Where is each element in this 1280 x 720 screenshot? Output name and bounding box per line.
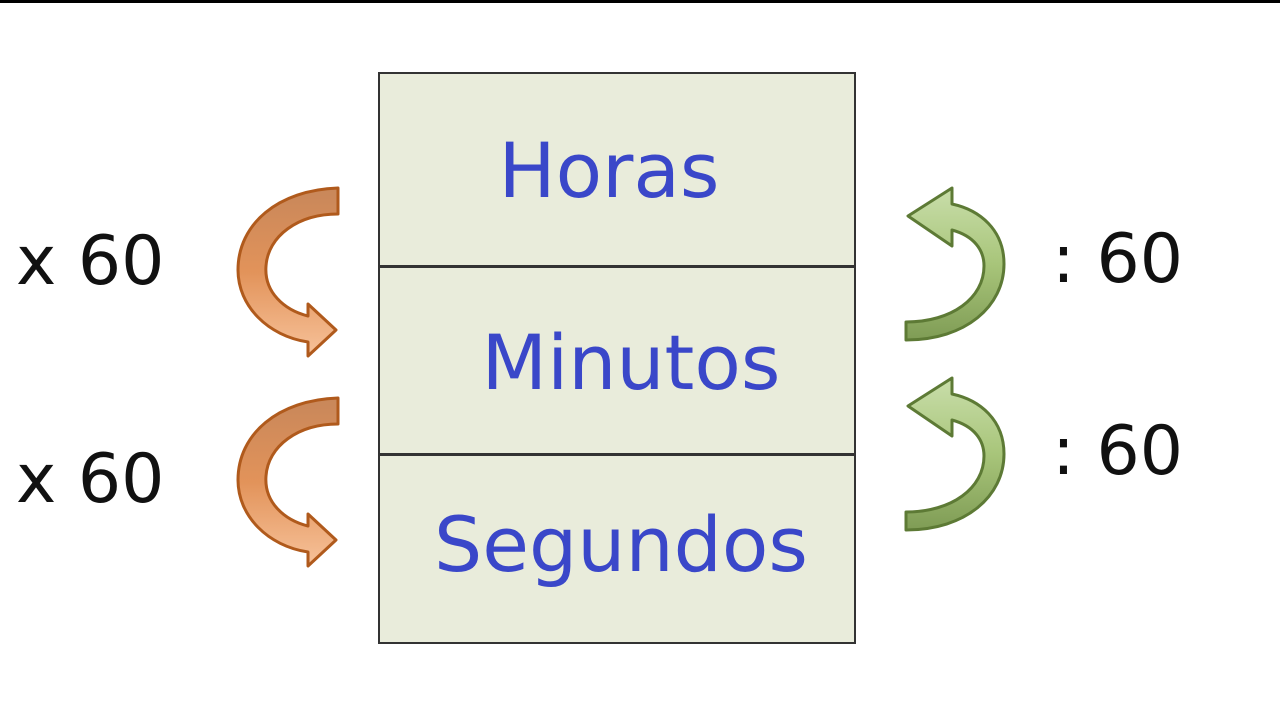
- unit-cell-hours: Horas: [380, 74, 854, 266]
- unit-cell-minutes: Minutos: [380, 266, 854, 454]
- divide-label-seconds-to-minutes: : 60: [1052, 412, 1184, 491]
- unit-cell-seconds: Segundos: [380, 454, 854, 642]
- multiply-label-hours-to-minutes: x 60: [16, 222, 165, 301]
- time-units-table: Horas Minutos Segundos: [378, 72, 856, 644]
- unit-label-hours: Horas: [498, 125, 720, 215]
- curved-arrow-up-icon: [904, 376, 1006, 532]
- unit-label-seconds: Segundos: [434, 499, 808, 589]
- row-divider: [380, 453, 854, 456]
- divide-label-minutes-to-hours: : 60: [1052, 220, 1184, 299]
- top-border: [0, 0, 1280, 3]
- multiply-label-minutes-to-seconds: x 60: [16, 440, 165, 519]
- curved-arrow-down-icon: [236, 396, 340, 568]
- curved-arrow-up-icon: [904, 186, 1006, 342]
- unit-label-minutes: Minutos: [481, 317, 781, 407]
- curved-arrow-down-icon: [236, 186, 340, 358]
- row-divider: [380, 265, 854, 268]
